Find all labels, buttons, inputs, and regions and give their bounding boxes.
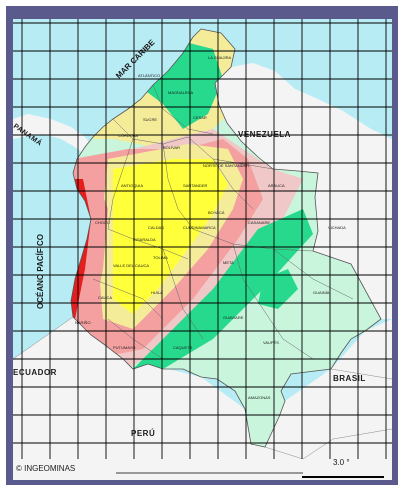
dept-label: GUAINÍA (313, 290, 330, 295)
dept-label: CASANARE (248, 220, 270, 225)
dept-label: VICHADA (328, 225, 346, 230)
land-south (13, 317, 392, 480)
label-peru: PERÚ (131, 429, 155, 438)
dept-label: SANTANDER (183, 183, 207, 188)
dept-label: ARAUCA (268, 183, 285, 188)
copyright-text: © INGEOMINAS (16, 464, 75, 473)
dept-label: NARIÑO (75, 320, 91, 325)
dept-label: TOLIMA (153, 255, 168, 260)
dept-label: CÓRDOBA (118, 133, 139, 138)
dept-label: SUCRE (143, 117, 157, 122)
dept-label: GUAVIARE (223, 315, 244, 320)
land-panama (13, 114, 93, 155)
neighbor-borders (13, 316, 392, 460)
seismic-hazard-map: LA GUAJIRA ATLÁNTICO MAGDALENA CESAR CÓR… (13, 19, 392, 480)
label-pacific: OCÉANO PACÍFICO (36, 234, 45, 309)
land-venezuela (215, 63, 392, 319)
dept-label: LA GUAJIRA (208, 55, 231, 60)
dept-label: CALDAS (148, 225, 164, 230)
department-boundaries (92, 84, 354, 360)
venezuela-coast-islands (251, 77, 271, 99)
dept-label: VAUPÉS (263, 340, 279, 345)
label-venezuela: VENEZUELA (238, 130, 291, 139)
dept-label: ANTIOQUIA (121, 183, 143, 188)
department-labels: LA GUAJIRA ATLÁNTICO MAGDALENA CESAR CÓR… (75, 55, 346, 400)
dept-label: NORTE DE SANTANDER (203, 163, 249, 168)
dept-label: CHOCÓ (95, 220, 110, 225)
dept-label: MAGDALENA (168, 90, 193, 95)
dept-label: CAUCA (98, 295, 112, 300)
dept-label: PUTUMAYO (113, 345, 135, 350)
dept-label: HUILA (151, 290, 163, 295)
label-brasil: BRASIL (333, 374, 366, 383)
dept-label: META (223, 260, 234, 265)
dept-label: CESAR (193, 115, 207, 120)
dept-label: BOYACÁ (208, 210, 225, 215)
dept-label: CAQUETÁ (173, 345, 193, 350)
dept-label: ATLÁNTICO (138, 73, 160, 78)
dept-label: VALLE DEL CAUCA (113, 263, 149, 268)
dept-label: BOLÍVAR (163, 145, 180, 150)
coordinate-grid (13, 19, 392, 459)
scale-label: 3.0 ° (333, 458, 350, 467)
dept-label: RISARALDA (133, 237, 156, 242)
dept-label: AMAZONAS (248, 395, 271, 400)
colombia-outline (70, 28, 382, 448)
label-ecuador: ECUADOR (13, 368, 57, 377)
dept-label: CUNDINAMARCA (183, 225, 216, 230)
